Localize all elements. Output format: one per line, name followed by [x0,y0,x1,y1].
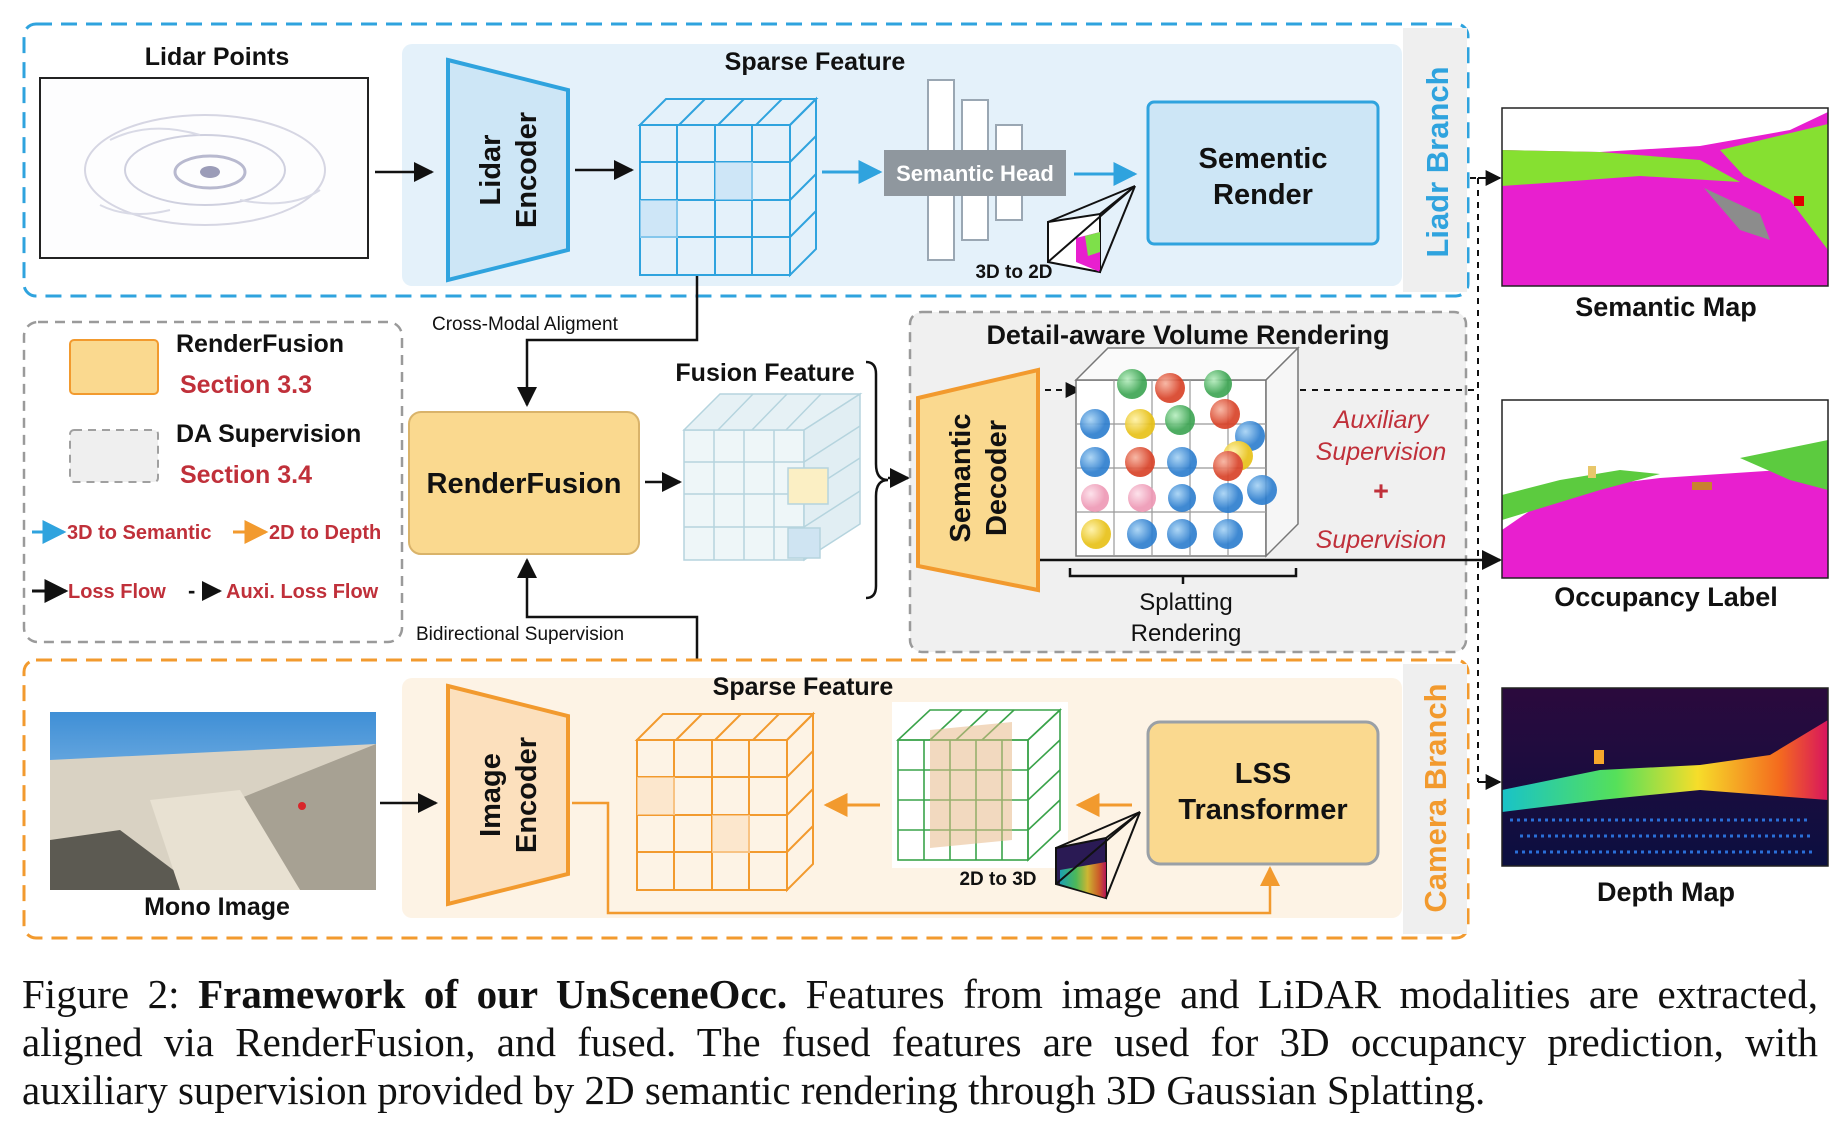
semantic-map-title: Semantic Map [1575,292,1757,322]
renderfusion-label: RenderFusion [427,468,622,500]
projection-2d-to-3d [1055,811,1141,900]
renderfusion-box: RenderFusion [408,411,640,555]
camera-branch-label: Camera Branch [1418,683,1453,912]
image-encoder: Image Encoder [446,683,570,907]
legend-loss-flow: Loss Flow [68,581,166,603]
semantic-decoder-label-2: Decoder [981,420,1013,536]
occupancy-label-image [1501,399,1829,579]
projection-3d-to-2d: 3D to 2D [975,185,1136,283]
image-encoder-label-2: Encoder [511,737,543,853]
sparse-feature-top-title: Sparse Feature [725,48,906,76]
image-encoder-label-1: Image [475,753,507,837]
legend-dash: - [188,578,195,603]
detail-aware-title: Detail-aware Volume Rendering [986,320,1389,350]
legend-auxi-loss-flow: Auxi. Loss Flow [226,581,379,603]
lss-grid [892,702,1068,868]
sparse-feature-bottom-cube [634,711,816,893]
semantic-decoder: Semantic Decoder [916,367,1040,593]
figure-caption: Figure 2: Framework of our UnSceneOcc. F… [22,970,1818,1114]
fusion-feature-title: Fusion Feature [675,359,854,387]
legend-section-34: Section 3.4 [180,461,312,489]
auxiliary-label-2: Supervision [1316,438,1447,466]
lidar-branch: Liadr Branch Lidar Points Lidar Encoder … [22,22,1470,298]
sparse-feature-top-cube [637,96,819,278]
semantic-map-image [1501,107,1829,287]
splatting-label-1: Splatting [1139,589,1232,616]
lidar-points-title: Lidar Points [145,43,289,71]
semantic-render-box: Sementic Render [1146,100,1380,246]
semantic-decoder-label-1: Semantic [945,414,977,543]
bidirectional-label: Bidirectional Supervision [416,624,624,645]
lidar-points-image [39,77,369,259]
to-2d-label: 3D to 2D [975,262,1052,283]
semantic-render-label-2: Render [1213,179,1313,211]
semantic-head-label: Semantic Head [896,161,1054,186]
gaussian-grid [1074,346,1300,558]
supervision-label: Supervision [1316,526,1447,554]
semantic-head: Semantic Head [884,79,1066,261]
legend-section-33: Section 3.3 [180,371,312,399]
camera-branch: Camera Branch Mono Image Image Encoder S… [22,658,1470,940]
to-3d-label: 2D to 3D [959,869,1036,890]
mono-image [50,712,376,890]
caption-body: Features from image and LiDAR modalities… [22,971,1819,1113]
occupancy-label-title: Occupancy Label [1554,582,1778,612]
lss-label-1: LSS [1235,758,1291,790]
lss-transformer-box: LSS Transformer [1146,720,1380,866]
lidar-encoder: Lidar Encoder [446,57,570,283]
legend-da-supervision: DA Supervision [176,420,361,448]
mono-image-title: Mono Image [144,893,290,921]
depth-map-image [1501,687,1829,867]
framework-diagram: Liadr Branch Lidar Points Lidar Encoder … [22,22,1829,940]
legend-2d-to-depth: 2D to Depth [269,522,381,544]
lidar-encoder-label-2: Encoder [511,112,543,228]
fusion-feature-cube [682,392,863,562]
auxiliary-label-1: Auxiliary [1332,406,1430,434]
legend: RenderFusion Section 3.3 DA Supervision … [22,320,404,644]
lidar-encoder-label-1: Lidar [475,135,507,206]
caption-title: Framework of our UnSceneOcc. [198,971,788,1017]
caption-prefix: Figure 2: [22,971,199,1017]
lidar-branch-label: Liadr Branch [1420,66,1455,257]
plus-sign: + [1373,476,1389,506]
semantic-render-label-1: Sementic [1199,143,1328,175]
legend-renderfusion: RenderFusion [176,330,344,358]
splatting-label-2: Rendering [1131,620,1242,647]
detail-aware-panel: Detail-aware Volume Rendering Semantic D… [908,310,1468,654]
gaussian-spheres [1080,369,1277,549]
cross-modal-label: Cross-Modal Aligment [432,314,619,335]
sparse-feature-bottom-title: Sparse Feature [713,673,894,701]
lss-label-2: Transformer [1178,794,1347,826]
legend-3d-to-semantic: 3D to Semantic [67,522,211,544]
depth-map-title: Depth Map [1597,877,1735,907]
